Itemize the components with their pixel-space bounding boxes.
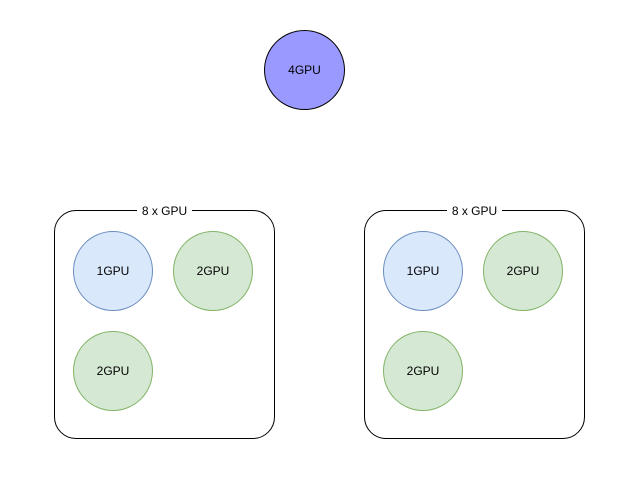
- group-label-text: 8 x GPU: [136, 204, 193, 218]
- node-label: 4GPU: [288, 63, 321, 77]
- gpu-node-2gpu[interactable]: 2GPU: [383, 331, 463, 411]
- node-label: 2GPU: [96, 364, 130, 378]
- gpu-node-2gpu[interactable]: 2GPU: [73, 331, 153, 411]
- node-label: 2GPU: [196, 264, 230, 278]
- gpu-group-left[interactable]: 8 x GPU 1GPU 2GPU 2GPU: [54, 204, 275, 439]
- gpu-node-2gpu[interactable]: 2GPU: [483, 231, 563, 311]
- gpu-node-1gpu[interactable]: 1GPU: [73, 231, 153, 311]
- gpu-node-2gpu[interactable]: 2GPU: [173, 231, 253, 311]
- node-label: 2GPU: [406, 364, 440, 378]
- gpu-group-right[interactable]: 8 x GPU 1GPU 2GPU 2GPU: [364, 204, 585, 439]
- group-label: 8 x GPU: [365, 204, 584, 218]
- node-label: 1GPU: [96, 264, 130, 278]
- gpu-node-4gpu[interactable]: 4GPU: [264, 30, 345, 110]
- group-label-text: 8 x GPU: [446, 204, 503, 218]
- node-label: 2GPU: [506, 264, 540, 278]
- node-label: 1GPU: [406, 264, 440, 278]
- gpu-node-1gpu[interactable]: 1GPU: [383, 231, 463, 311]
- group-label: 8 x GPU: [55, 204, 274, 218]
